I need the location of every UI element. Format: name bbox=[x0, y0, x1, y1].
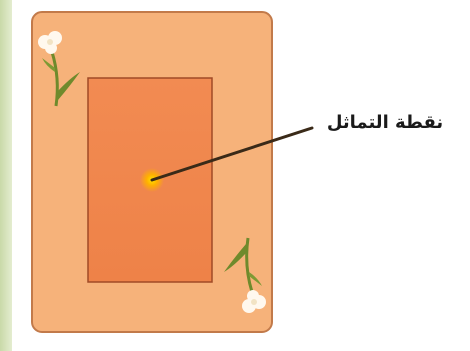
symmetry-point-label: نقطة التماثل bbox=[300, 112, 470, 133]
